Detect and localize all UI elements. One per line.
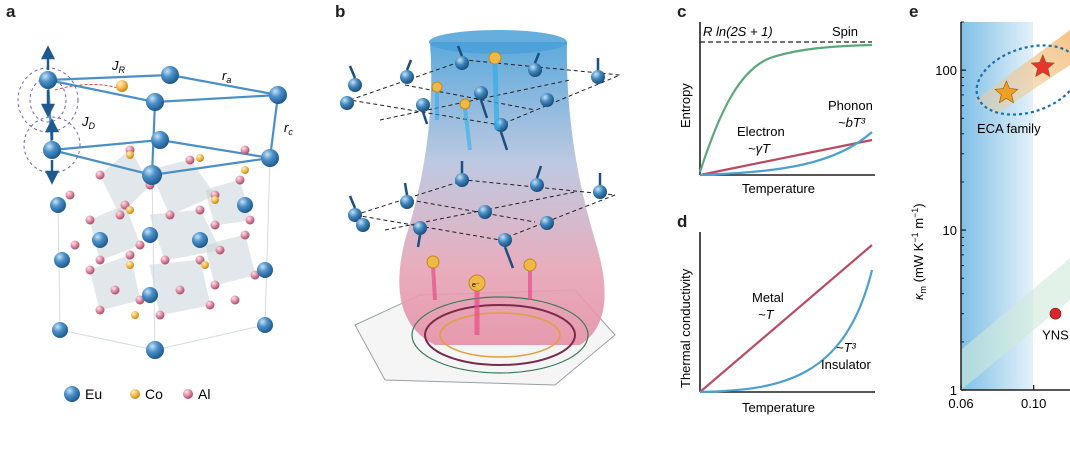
spin-arrows-b xyxy=(348,45,602,269)
electrons xyxy=(426,51,537,292)
panel-label-c: c xyxy=(677,2,687,21)
atom-legend: Eu Co Al xyxy=(64,386,210,402)
chart-d-metal-law: ~T xyxy=(758,307,775,322)
panel-label-e: e xyxy=(909,2,919,21)
chart-e-xtick-label: 0.06 xyxy=(948,396,973,411)
electron-beams xyxy=(431,61,532,335)
chart-e-green-band xyxy=(961,258,1070,390)
jr-exchange-path xyxy=(54,83,119,91)
electron-symbol: e⁻ xyxy=(472,282,480,289)
chart-d-xlabel: Temperature xyxy=(742,400,815,415)
al-atoms xyxy=(65,145,260,320)
chart-c-xlabel: Temperature xyxy=(742,181,815,196)
chart-e-xtick-label: 0.10 xyxy=(1021,396,1046,411)
panel-a: a xyxy=(0,0,325,455)
chart-c-phonon-law: ~bT³ xyxy=(838,115,866,130)
lower-spins xyxy=(348,173,607,247)
panel-label-b: b xyxy=(335,2,346,21)
panel-label-d: d xyxy=(677,212,688,231)
chart-e-point-2 xyxy=(1049,307,1062,320)
co-atoms xyxy=(126,151,249,319)
legend-eu-swatch xyxy=(64,386,80,402)
chart-c-electron-series xyxy=(699,138,873,177)
legend-co-swatch xyxy=(130,389,140,399)
chart-c-electron-label: Electron xyxy=(737,124,785,139)
chart-e-eca-ellipse xyxy=(975,44,1070,116)
chart-e-orange-band xyxy=(975,30,1070,115)
label-jr: JR xyxy=(111,58,126,75)
lower-cell-lines xyxy=(57,157,271,351)
chart-d-insulator-law: ~T³ xyxy=(836,340,857,355)
chart-d-insulator-label: Insulator xyxy=(821,357,872,372)
chart-e-group-label: ECA family xyxy=(977,121,1041,136)
chart-e-ytick-label: 1 xyxy=(950,383,957,398)
chart-e-ytick-label: 100 xyxy=(935,63,957,78)
spin-planes xyxy=(349,59,621,241)
chart-c: R ln(2S + 1) Spin Electron ~γT Phonon ~b… xyxy=(678,22,875,196)
legend-eu-label: Eu xyxy=(85,386,102,402)
chart-e-point-1 xyxy=(1030,54,1055,78)
chart-d-metal-series xyxy=(699,244,873,393)
chart-d-metal-label: Metal xyxy=(752,290,784,305)
chart-c-limit-label: R ln(2S + 1) xyxy=(703,24,773,39)
panels-c-d: c d R ln(2S + 1) Spin Electron ~γT Phono… xyxy=(660,0,900,455)
chart-e-ticks: 1 10 100 0.06 0.10 xyxy=(935,21,1046,411)
legend-al-swatch xyxy=(183,389,193,399)
fermi-surface xyxy=(411,296,589,374)
chart-d-insulator-series xyxy=(699,269,874,394)
legend-al-label: Al xyxy=(198,386,210,402)
crystal-structure: JR JD ra rc Eu Co Al xyxy=(17,45,293,402)
panel-e: e 1 10 100 0.06 0.10 YNS ECA family κm (mW K… xyxy=(905,0,1070,455)
label-ra: ra xyxy=(222,68,231,85)
co-exchange-atom xyxy=(116,80,128,92)
legend-co-label: Co xyxy=(145,386,163,402)
panel-b: b xyxy=(325,0,625,455)
charts-c-d: R ln(2S + 1) Spin Electron ~γT Phonon ~b… xyxy=(678,22,875,415)
spin-transport-schematic: e⁻ xyxy=(340,30,621,386)
chart-c-spin-label: Spin xyxy=(832,24,858,39)
chart-e: 1 10 100 0.06 0.10 YNS ECA family κm (mW K−1… xyxy=(910,21,1070,411)
chart-c-electron-law: ~γT xyxy=(748,141,771,156)
chart-e-points: YNS xyxy=(994,54,1069,343)
panel-label-a: a xyxy=(6,2,16,21)
chart-c-spin-series xyxy=(698,43,873,173)
eu-atoms xyxy=(39,66,287,359)
chart-c-ylabel: Entropy xyxy=(678,83,693,128)
chart-d-ylabel: Thermal conductivity xyxy=(678,268,693,388)
chart-c-phonon-label: Phonon xyxy=(828,98,873,113)
spin-arrows xyxy=(40,45,60,185)
cone-top xyxy=(429,30,567,54)
chart-e-point-0 xyxy=(994,80,1019,104)
label-jd: JD xyxy=(81,114,96,131)
chart-e-point-label: YNS xyxy=(1042,328,1069,343)
chart-e-ylabel: κm (mW K−1 m−1) xyxy=(910,203,928,300)
chart-e-ytick-label: 10 xyxy=(943,223,957,238)
chart-c-phonon-series xyxy=(699,131,873,177)
chart-d: Metal ~T ~T³ Insulator Temperature Therm… xyxy=(678,232,875,415)
energy-cone xyxy=(399,42,605,345)
label-rc: rc xyxy=(284,120,293,137)
unit-cell-lines xyxy=(46,73,280,177)
